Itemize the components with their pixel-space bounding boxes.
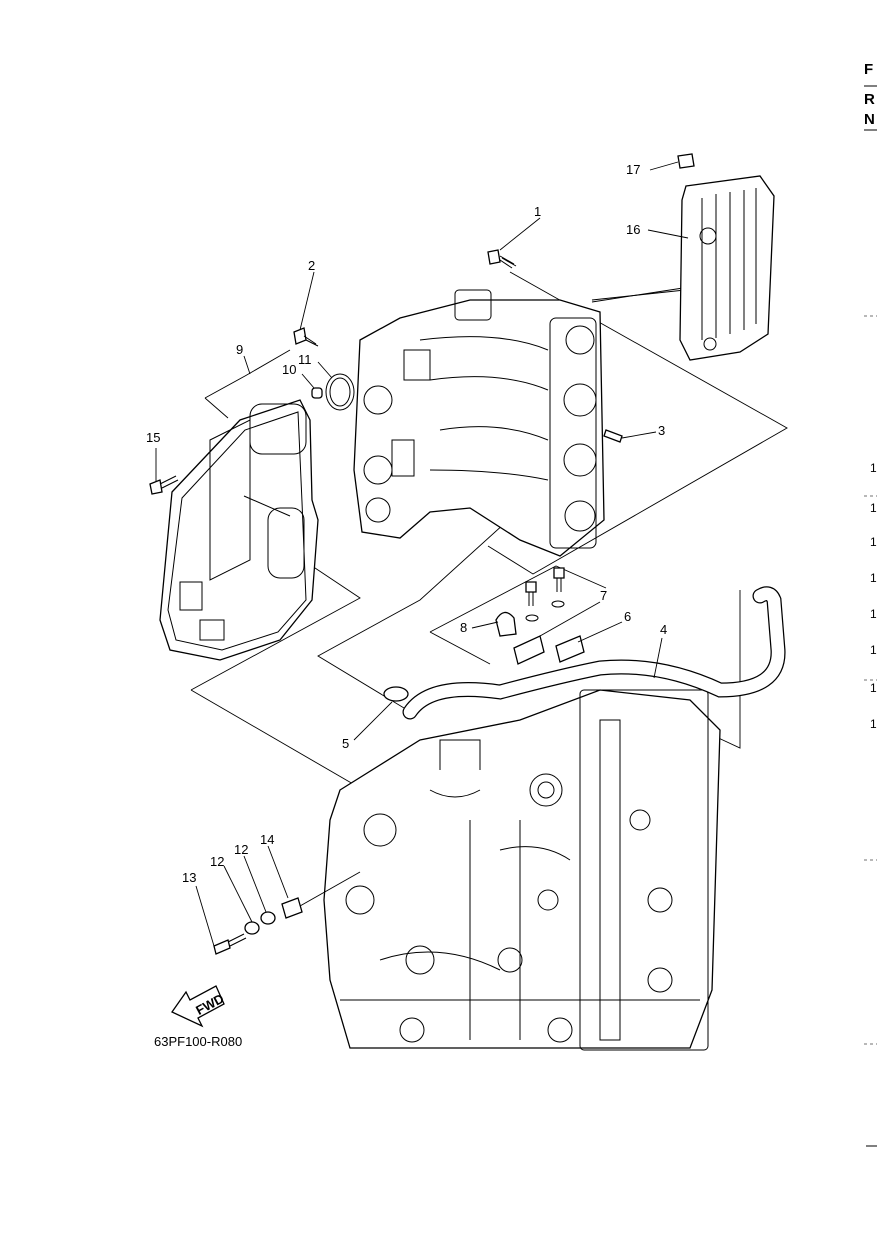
intake-silencer-cover [159,399,319,661]
edge-num-4: 1 [870,571,877,585]
edge-num-7: 1 [870,681,877,695]
edge-num-5: 1 [870,607,877,621]
callout-15: 15 [146,430,160,445]
callout-7: 7 [600,588,607,603]
callout-12a: 12 [210,854,224,869]
callout-14: 14 [260,832,274,847]
hose [402,586,786,720]
callout-leaders [155,161,689,947]
callout-9: 9 [236,342,243,357]
callout-13: 13 [182,870,196,885]
callout-labels: 1 2 3 4 5 6 7 8 9 10 11 12 12 13 14 15 1… [146,162,667,885]
callout-6: 6 [624,609,631,624]
cover-plate [679,175,775,361]
intake-manifold [353,289,605,557]
callout-1: 1 [534,204,541,219]
edge-num-6: 1 [870,643,877,657]
diagram-code: 63PF100-R080 [154,1034,242,1049]
callout-3: 3 [658,423,665,438]
edge-num-8: 1 [870,717,877,731]
edge-letter-f: F [864,61,873,78]
callout-16: 16 [626,222,640,237]
right-edge-column: F R N 1 1 1 1 1 1 1 1 [864,61,877,1147]
edge-num-1: 1 [870,461,877,475]
edge-num-3: 1 [870,535,877,549]
fwd-label: FWD [193,991,226,1018]
callout-2: 2 [308,258,315,273]
hardware-parts [149,153,695,955]
callout-10: 10 [282,362,296,377]
edge-letter-r: R [864,91,875,108]
edge-letter-n: N [864,111,875,128]
callout-17: 17 [626,162,640,177]
fwd-arrow-icon: FWD [171,985,226,1028]
callout-12b: 12 [234,842,248,857]
cylinder-block [323,689,721,1051]
callout-11: 11 [298,352,312,367]
callout-8: 8 [460,620,467,635]
callout-5: 5 [342,736,349,751]
edge-num-2: 1 [870,501,877,515]
callout-4: 4 [660,622,667,637]
